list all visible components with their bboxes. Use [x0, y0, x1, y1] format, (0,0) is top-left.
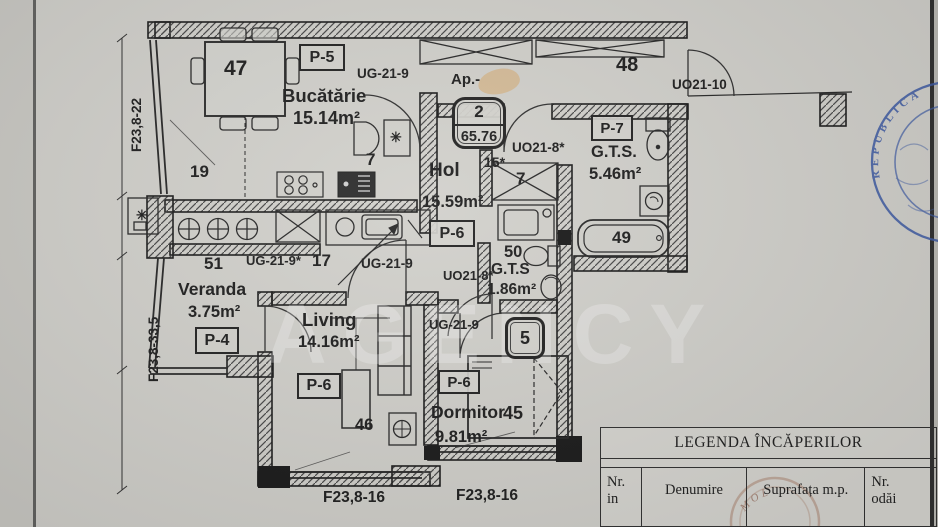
living-area: 14.16m²	[298, 333, 360, 351]
wc-washer	[497, 204, 555, 241]
sofa	[377, 305, 412, 396]
wc-sink	[540, 274, 562, 300]
wc-50-number: 50	[504, 243, 523, 261]
sink-arrow	[337, 223, 399, 286]
living-name: Living	[302, 309, 357, 330]
door-label-ug219-hall: UG-21-9	[361, 256, 413, 271]
blue-stamp: REPUBLICA	[869, 82, 938, 242]
fridge	[353, 119, 411, 157]
kitchen-area: 15.14m²	[293, 108, 361, 128]
window-dim-left-bottom: F23,8-33,5	[146, 316, 161, 382]
living-stool	[388, 412, 417, 446]
window-dim-living: F23,8-16	[323, 489, 386, 506]
svg-text:REPUBLICA: REPUBLICA	[869, 87, 924, 179]
kitchen-table-47	[190, 27, 300, 200]
door-badge-p6-living: P-6	[297, 373, 341, 399]
hall-area: 15.59m²	[422, 193, 484, 211]
legend-divider	[601, 459, 936, 468]
bathroom-area: 5.46m²	[589, 165, 642, 183]
veranda-name: Veranda	[178, 279, 247, 299]
wall-corner-blocks	[258, 230, 582, 488]
wc-toilet	[523, 245, 561, 267]
legend-col-suprafata: Suprafața m.p.	[747, 468, 866, 527]
window-open-marks	[169, 119, 516, 471]
legend-col-nr-line1: Nr.	[607, 474, 626, 490]
room-legend-table: LEGENDA ÎNCĂPERILOR Nr. in Denumire Supr…	[600, 427, 937, 527]
doors	[264, 49, 735, 359]
kitchen-name: Bucătărie	[282, 85, 367, 106]
window-dim-left-top: F23,8-22	[129, 97, 144, 152]
window-label-ug219-kitchen: UG-21-9	[357, 66, 409, 81]
bath-washer	[639, 185, 670, 217]
window-label-ug219-veranda: UG-21-9*	[246, 253, 301, 268]
door-label-uo2110: UO21-10	[672, 77, 727, 92]
living-table-46	[330, 317, 390, 429]
door-badge-p6-hall: P-6	[429, 220, 475, 247]
apartment-label: Ap.-	[451, 71, 481, 88]
bathtub-49	[577, 219, 670, 258]
dimension-line-left	[116, 33, 128, 495]
legend-col-suprafata-label: Suprafața m.p.	[763, 482, 849, 498]
snowflake-icon: ✳	[390, 129, 402, 145]
wc-name: G.T.S	[491, 261, 530, 278]
legend-title: LEGENDA ÎNCĂPERILOR	[601, 428, 936, 459]
bed-45	[467, 355, 569, 439]
door-badge-p4: P-4	[195, 327, 239, 354]
bath-toilet	[645, 117, 671, 161]
apartment-unit-number: 2	[455, 100, 503, 126]
counter-17-number: 17	[312, 251, 331, 270]
windows	[148, 39, 853, 479]
hall-sup-number: 15*	[484, 154, 506, 170]
veranda-51-number: 51	[204, 254, 223, 273]
legend-header-row: Nr. in Denumire Suprafața m.p. Nr. odăi	[601, 468, 936, 527]
legend-col-nr-in: Nr. in	[601, 468, 642, 527]
door-label-uo218-wc: UO21-8*	[443, 268, 494, 283]
legend-col-nr-line2: in	[607, 491, 619, 507]
legend-col-odai-line2: odăi	[871, 491, 897, 507]
bedroom-area: 9.81m²	[435, 428, 488, 446]
apartment-total-area: 65.76	[460, 129, 498, 145]
bed-45-number: 45	[503, 403, 524, 423]
bathtub-49-number: 49	[612, 228, 631, 247]
door-badge-p6-dormitor: P-6	[438, 370, 480, 394]
legend-col-denumire: Denumire	[642, 468, 748, 527]
crossed-closets	[275, 39, 665, 243]
badge-5: 5	[505, 317, 545, 359]
wc-area: 1.86m²	[487, 281, 537, 298]
corridor-48-number: 48	[616, 54, 639, 76]
snowflake-icon: ✳	[136, 207, 148, 223]
kitchen-appliance	[337, 171, 376, 198]
veranda-area: 3.75m²	[188, 303, 241, 321]
veranda-heaters	[177, 217, 259, 241]
stove	[276, 171, 324, 198]
legend-col-nr-odai: Nr. odăi	[865, 468, 936, 527]
door-badge-p5: P-5	[299, 44, 345, 71]
living-table-46-number: 46	[355, 416, 374, 434]
table-47-number: 47	[224, 57, 248, 80]
window-dim-dormitor: F23,8-16	[456, 487, 519, 504]
hall-name: Hol	[429, 160, 460, 181]
ac-unit	[127, 197, 159, 235]
hall-wardrobe-7-number: 7	[516, 169, 526, 188]
blue-stamp-rim-text: REPUBLICA	[869, 87, 920, 179]
bedroom-name: Dormitor	[431, 402, 505, 422]
kitchen-7-number: 7	[366, 150, 376, 169]
door-badge-p7: P-7	[591, 115, 633, 141]
corridor-19-number: 19	[190, 162, 209, 181]
legend-col-denumire-label: Denumire	[664, 482, 723, 498]
door-label-ug219-dormitor: UG-21-9	[429, 317, 479, 332]
apartment-area-badge: 2 65.76	[452, 97, 506, 149]
door-label-uo218-top: UO21-8*	[512, 140, 565, 155]
legend-col-odai-line1: Nr.	[871, 474, 890, 490]
bathroom-name: G.T.S.	[591, 143, 637, 161]
kitchen-sink	[325, 209, 431, 246]
